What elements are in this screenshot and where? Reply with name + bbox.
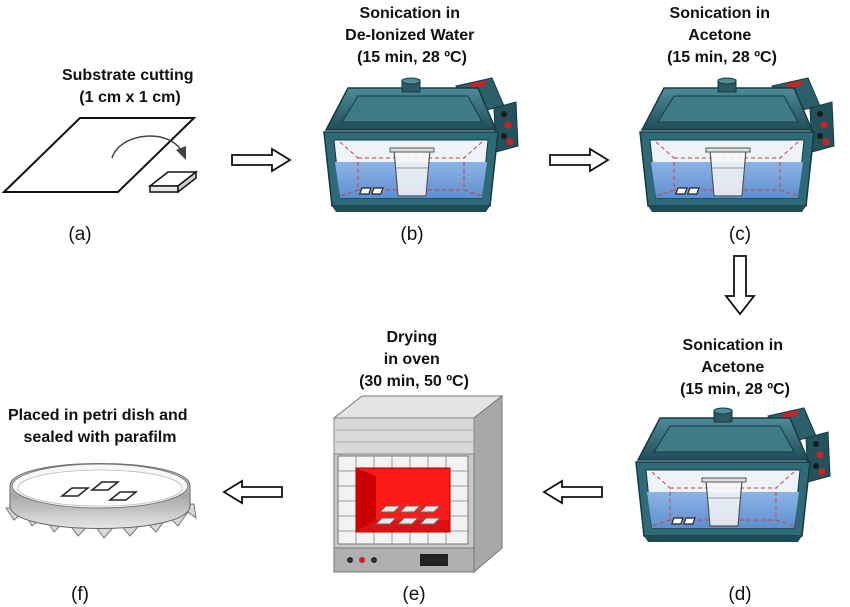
petri-dish-icon [5,463,197,539]
ultrasonic-bath-icon [639,77,835,213]
caption-line: Acetone [688,27,751,44]
ultrasonic-bath-icon [635,407,831,543]
step-e-label: (e) [402,584,425,605]
arrow-left-icon [543,480,603,504]
step-c-caption: Sonication in Acetone (15 min, 28 ºC) [667,5,777,66]
step-f: Placed in petri dish and sealed with par… [5,407,197,605]
caption-line: De-Ionized Water [345,27,474,44]
caption-line: sealed with parafilm [24,429,177,446]
step-a-label: (a) [68,224,91,245]
step-b-caption: Sonication in De-Ionized Water (15 min, … [345,5,479,66]
step-e: Drying in oven (30 min, 50 ºC) [332,329,504,605]
caption-line: (30 min, 50 ºC) [359,373,469,390]
caption-line: Sonication in [670,5,770,22]
caption-line: in oven [384,351,440,368]
caption-line: (1 cm x 1 cm) [79,89,180,106]
arrow-right-icon [549,148,609,172]
step-d-label: (d) [728,584,751,605]
arrow-left-icon [223,480,283,504]
substrate-piece [147,170,199,194]
caption-line: Acetone [701,359,764,376]
step-f-label: (f) [71,584,89,605]
step-c: Sonication in Acetone (15 min, 28 ºC) (c… [639,5,835,245]
step-a-caption: Substrate cutting (1 cm x 1 cm) [62,67,198,106]
caption-line: Drying [386,329,437,346]
step-c-label: (c) [729,224,751,245]
step-b: Sonication in De-Ionized Water (15 min, … [323,5,519,245]
oven-icon [332,394,504,574]
caption-line: Sonication in [360,5,460,22]
arrow-right-icon [231,148,291,172]
step-d: Sonication in Acetone (15 min, 28 ºC) (d… [635,337,831,605]
caption-line: (15 min, 28 ºC) [667,49,777,66]
caption-line: (15 min, 28 ºC) [357,49,467,66]
step-a: Substrate cutting (1 cm x 1 cm) (a) [1,67,199,245]
step-d-caption: Sonication in Acetone (15 min, 28 ºC) [680,337,790,398]
caption-line: Sonication in [683,337,783,354]
step-b-label: (b) [400,224,423,245]
caption-line: Placed in petri dish and [8,407,188,424]
step-e-caption: Drying in oven (30 min, 50 ºC) [359,329,469,390]
cut-arrow-icon [111,135,183,159]
arrow-down-icon [724,255,756,316]
caption-line: Substrate cutting [62,67,194,84]
step-f-caption: Placed in petri dish and sealed with par… [8,407,192,446]
caption-line: (15 min, 28 ºC) [680,381,790,398]
ultrasonic-bath-icon [323,77,519,213]
